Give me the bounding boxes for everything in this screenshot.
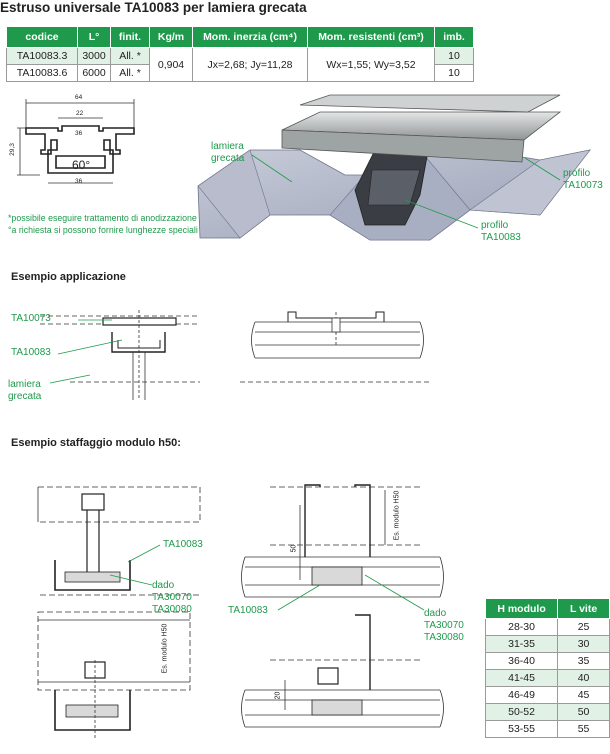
- cell-h: 46-49: [484, 686, 559, 704]
- note-anodizzazione: *possibile eseguire trattamento di anodi…: [8, 213, 197, 223]
- cell-h: 36-40: [484, 652, 559, 670]
- col-resistenti: Mom. resistenti (cm³): [307, 26, 435, 48]
- dim-50-label: 50: [290, 544, 298, 553]
- col-finitura: finit.: [110, 26, 150, 48]
- cell-h: 53-55: [484, 720, 559, 738]
- angle-label: 60°: [72, 158, 91, 172]
- cell-l: 45: [557, 686, 610, 704]
- dim-20-label: 20: [274, 691, 282, 700]
- label-ta10083: TA10083: [11, 347, 51, 358]
- spec-header-row: codice L° finit. Kg/m Mom. inerzia (cm⁴)…: [6, 26, 474, 48]
- table-row: TA10083.3 3000 All. * 0,904 Jx=2,68; Jy=…: [6, 47, 474, 82]
- label-ta10083-mount: TA10083: [163, 539, 203, 550]
- col-l-vite: L vite: [557, 598, 610, 619]
- cell-codice: TA10083.6: [6, 64, 78, 82]
- label-es-modulo-right: Es. modulo H50: [393, 490, 401, 541]
- cell-resistenti: Wx=1,55; Wy=3,52: [307, 47, 435, 82]
- dim-22-label: 22: [76, 110, 84, 117]
- cell-l: 30: [557, 635, 610, 653]
- module-header-row: H modulo L vite: [484, 598, 610, 619]
- col-codice: codice: [6, 26, 78, 48]
- cell-h: 31-35: [484, 635, 559, 653]
- label-ta10083-bottom: TA10083: [228, 605, 268, 616]
- page-title: Estruso universale TA10083 per lamiera g…: [0, 0, 307, 15]
- cell-imballo: 10: [434, 64, 474, 82]
- section-title-applicazione: Esempio applicazione: [11, 271, 126, 283]
- note-lunghezze: °a richiesta si possono fornire lunghezz…: [8, 225, 198, 235]
- cell-h: 28-30: [484, 618, 559, 636]
- label-ta10073: TA10073: [11, 313, 51, 324]
- cell-l: 50: [557, 703, 610, 721]
- cell-l: 25: [557, 618, 610, 636]
- section-title-staffaggio: Esempio staffaggio modulo h50:: [11, 437, 181, 449]
- table-row: TA10083.6 6000 All. * 10: [6, 64, 474, 82]
- cell-finitura: All. *: [110, 64, 150, 82]
- cell-lunghezza: 3000: [77, 47, 111, 65]
- spec-table: codice L° finit. Kg/m Mom. inerzia (cm⁴)…: [6, 26, 474, 82]
- col-h-modulo: H modulo: [484, 598, 559, 619]
- col-inerzia: Mom. inerzia (cm⁴): [192, 26, 308, 48]
- cell-h: 50-52: [484, 703, 559, 721]
- dim-36-bottom-label: 36: [75, 178, 83, 185]
- dim-36-top-label: 36: [75, 130, 83, 137]
- dim-64-label: 64: [75, 94, 83, 101]
- cell-h: 41-45: [484, 669, 559, 687]
- label-es-modulo-left: Es. modulo H50: [161, 623, 169, 674]
- cell-l: 35: [557, 652, 610, 670]
- cell-l: 55: [557, 720, 610, 738]
- cell-l: 40: [557, 669, 610, 687]
